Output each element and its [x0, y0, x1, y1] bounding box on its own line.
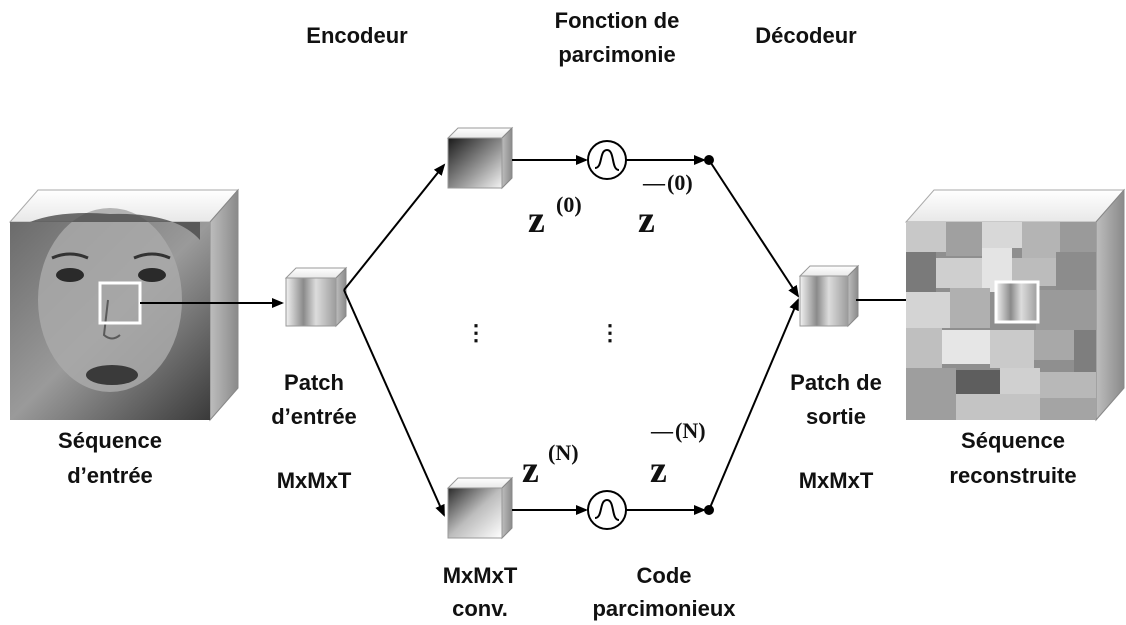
- svg-text:—: —: [650, 418, 674, 443]
- svg-text:(0): (0): [556, 192, 582, 217]
- input-sequence-cube: [8, 188, 240, 422]
- input-patch-label-line1: Patch: [284, 370, 344, 395]
- code-zbar0: — z (0): [638, 170, 693, 241]
- code-z0: z (0): [528, 192, 582, 241]
- svg-text:(N): (N): [675, 418, 706, 443]
- sparsity-function-top: [587, 140, 627, 180]
- encoder-header: Encodeur: [306, 23, 408, 48]
- conv-cube-top: [446, 126, 514, 190]
- conv-label-line2: conv.: [452, 596, 508, 621]
- input-sequence-label-line2: d’entrée: [67, 463, 153, 488]
- svg-text:(N): (N): [548, 440, 579, 465]
- face-mouth: [86, 365, 138, 385]
- sparsity-function-bottom: [587, 490, 627, 530]
- output-patch-size: MxMxT: [799, 468, 874, 493]
- svg-text:z: z: [528, 199, 545, 241]
- svg-text:(0): (0): [667, 170, 693, 195]
- output-patch-label-line2: sortie: [806, 404, 866, 429]
- input-patch-size: MxMxT: [277, 468, 352, 493]
- ellipsis-encoder: ⋮: [465, 320, 487, 345]
- input-patch-label-line2: d’entrée: [271, 404, 357, 429]
- sparsity-header-line2: parcimonie: [558, 42, 675, 67]
- svg-text:z: z: [650, 449, 667, 491]
- decoder-header: Décodeur: [755, 23, 857, 48]
- arrow-decoder-bottom: [708, 298, 799, 511]
- svg-text:z: z: [522, 449, 539, 491]
- sparse-code-label-line1: Code: [637, 563, 692, 588]
- sparsity-header-line1: Fonction de: [555, 8, 680, 33]
- face-right-eye: [138, 268, 166, 282]
- code-zbarN: — z (N): [650, 418, 706, 491]
- output-sequence-label-line1: Séquence: [961, 428, 1065, 453]
- input-patch-cube: [284, 266, 348, 328]
- output-sequence-label-line2: reconstruite: [949, 463, 1076, 488]
- svg-text:z: z: [638, 199, 655, 241]
- arrow-encoder-bottom: [343, 289, 445, 517]
- arrow-decoder-top: [708, 159, 800, 298]
- conv-label-line1: MxMxT: [443, 563, 518, 588]
- svg-text:—: —: [642, 170, 666, 195]
- input-sequence-label-line1: Séquence: [58, 428, 162, 453]
- face-left-eye: [56, 268, 84, 282]
- ellipsis-code: ⋮: [599, 320, 621, 345]
- conv-cube-bottom: [446, 476, 514, 540]
- sparse-code-label-line2: parcimonieux: [592, 596, 736, 621]
- code-zN: z (N): [522, 440, 579, 491]
- output-patch-highlight: [994, 280, 1040, 324]
- output-patch-label-line1: Patch de: [790, 370, 882, 395]
- arrow-encoder-top: [343, 163, 446, 291]
- output-sequence-cube: [904, 188, 1126, 422]
- output-patch-cube: [798, 264, 860, 328]
